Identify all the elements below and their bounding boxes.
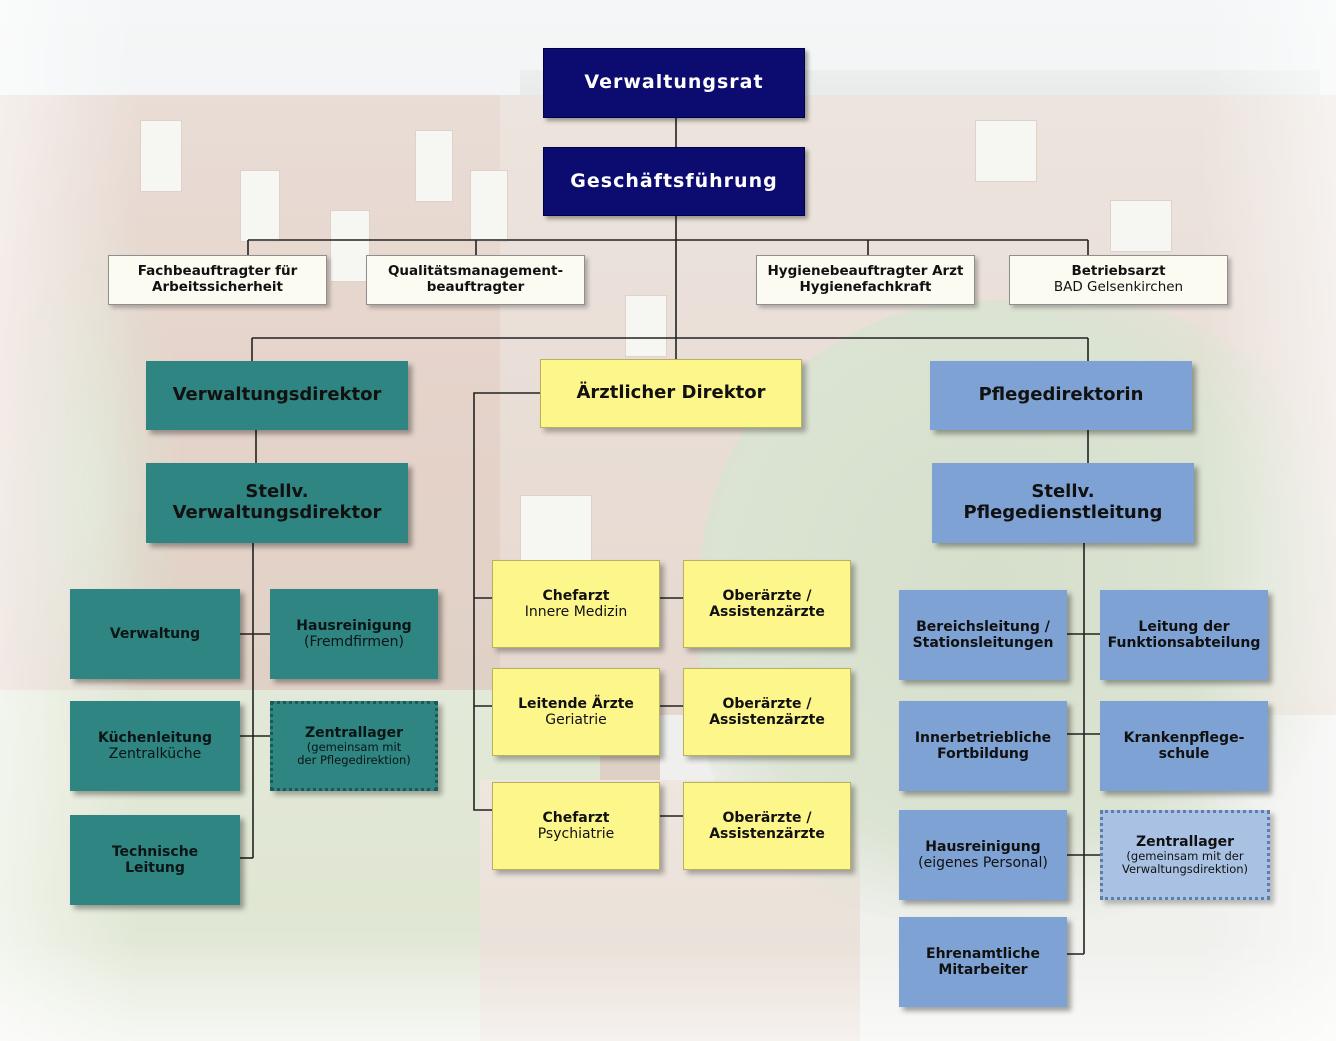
chefarzt-psych-line-2: Psychiatrie xyxy=(537,826,615,842)
box-hygienebeauftragter: Hygienebeauftragter Arzt Hygienefachkraf… xyxy=(756,255,975,305)
box-krankenpflegeschule: Krankenpflege- schule xyxy=(1100,701,1268,791)
leitende-aerzte-line-2: Geriatrie xyxy=(545,712,607,728)
hausreinigung-fremd-line-1: Hausreinigung xyxy=(296,617,412,634)
betriebsarzt-line-1: Betriebsarzt xyxy=(1071,263,1166,280)
box-oberaerzte-psychiatrie: Oberärzte / Assistenzärzte xyxy=(683,782,851,870)
kuechenleitung-line-2: Zentralküche xyxy=(108,746,202,762)
fachbeauftragter-line-2: Arbeitssicherheit xyxy=(152,279,283,295)
hygiene-line-2: Hygienefachkraft xyxy=(799,279,932,295)
box-oberaerzte-innere: Oberärzte / Assistenzärzte xyxy=(683,560,851,648)
box-qualitaetsmanagement: Qualitätsmanagement- beauftragter xyxy=(366,255,585,305)
verwaltungsrat-label: Verwaltungsrat xyxy=(584,71,764,94)
zentrallager-pflege-line-1: Zentrallager xyxy=(1135,833,1235,850)
background-window xyxy=(330,210,370,282)
pflegedirektorin-label: Pflegedirektorin xyxy=(978,384,1144,406)
stellv-pflegedienstleitung-line-2: Pflegedienstleitung xyxy=(963,502,1163,523)
geschaeftsfuehrung-label: Geschäftsführung xyxy=(570,169,778,192)
leitende-aerzte-line-1: Leitende Ärzte xyxy=(518,695,634,712)
box-aerztlicher-direktor: Ärztlicher Direktor xyxy=(540,359,802,428)
box-chefarzt-innere-medizin: Chefarzt Innere Medizin xyxy=(492,560,660,648)
oberaerzte-innere-line-1: Oberärzte / xyxy=(722,587,812,604)
box-ehrenamtliche-mitarbeiter: Ehrenamtliche Mitarbeiter xyxy=(899,917,1067,1007)
betriebsarzt-line-2: BAD Gelsenkirchen xyxy=(1053,279,1184,295)
box-verwaltungsdirektor: Verwaltungsdirektor xyxy=(146,361,408,430)
box-leitende-aerzte-geriatrie: Leitende Ärzte Geriatrie xyxy=(492,668,660,756)
box-hausreinigung-eigen: Hausreinigung (eigenes Personal) xyxy=(899,810,1067,900)
background-window xyxy=(240,170,280,242)
qualitaet-line-1: Qualitätsmanagement- xyxy=(387,263,564,280)
bereichsleitung-line-2: Stationsleitungen xyxy=(912,635,1054,651)
technische-leitung-line-1: Technische xyxy=(111,843,199,860)
box-zentrallager-pflege: Zentrallager (gemeinsam mit der Verwaltu… xyxy=(1100,810,1270,900)
aerztlicher-direktor-label: Ärztlicher Direktor xyxy=(576,382,766,404)
verwaltungsdirektor-label: Verwaltungsdirektor xyxy=(172,384,382,406)
hausreinigung-eigen-line-2: (eigenes Personal) xyxy=(918,855,1048,871)
oberaerzte-psych-line-2: Assistenzärzte xyxy=(709,826,825,842)
box-betriebsarzt: Betriebsarzt BAD Gelsenkirchen xyxy=(1009,255,1228,305)
box-leitung-funktionsabteilung: Leitung der Funktionsabteilung xyxy=(1100,590,1268,680)
box-bereichsleitung: Bereichsleitung / Stationsleitungen xyxy=(899,590,1067,680)
bereichsleitung-line-1: Bereichsleitung / xyxy=(916,618,1050,635)
box-kuechenleitung: Küchenleitung Zentralküche xyxy=(70,701,240,791)
background-window xyxy=(140,120,182,192)
stellv-pflegedienstleitung-line-1: Stellv. xyxy=(1031,481,1095,503)
technische-leitung-line-2: Leitung xyxy=(125,860,185,876)
ehrenamtliche-line-2: Mitarbeiter xyxy=(938,962,1028,978)
krankenpflegeschule-line-2: schule xyxy=(1158,746,1210,762)
funktionsabteilung-line-2: Funktionsabteilung xyxy=(1107,635,1261,651)
zentrallager-pflege-line-3: Verwaltungsdirektion) xyxy=(1121,862,1249,877)
krankenpflegeschule-line-1: Krankenpflege- xyxy=(1123,729,1245,746)
kuechenleitung-line-1: Küchenleitung xyxy=(97,729,213,746)
box-stellv-verwaltungsdirektor: Stellv. Verwaltungsdirektor xyxy=(146,463,408,543)
fortbildung-line-1: Innerbetriebliche xyxy=(914,729,1052,746)
box-verwaltungsrat: Verwaltungsrat xyxy=(543,48,805,118)
fachbeauftragter-line-1: Fachbeauftragter für xyxy=(137,263,298,280)
box-technische-leitung: Technische Leitung xyxy=(70,815,240,905)
background-window xyxy=(415,130,453,202)
oberaerzte-geriatrie-line-2: Assistenzärzte xyxy=(709,712,825,728)
zentrallager-verwaltung-line-3: der Pflegedirektion) xyxy=(297,753,411,768)
stellv-verwaltungsdirektor-line-2: Verwaltungsdirektor xyxy=(172,502,382,523)
box-innerbetriebliche-fortbildung: Innerbetriebliche Fortbildung xyxy=(899,701,1067,791)
oberaerzte-innere-line-2: Assistenzärzte xyxy=(709,604,825,620)
box-verwaltung: Verwaltung xyxy=(70,589,240,679)
zentrallager-verwaltung-line-1: Zentrallager xyxy=(304,724,404,741)
background-window xyxy=(470,170,508,242)
hygiene-line-1: Hygienebeauftragter Arzt xyxy=(767,263,964,280)
qualitaet-line-2: beauftragter xyxy=(426,279,525,295)
verwaltung-label: Verwaltung xyxy=(109,625,201,642)
background-window xyxy=(625,295,667,357)
fortbildung-line-2: Fortbildung xyxy=(937,746,1029,762)
box-hausreinigung-fremdfirmen: Hausreinigung (Fremdfirmen) xyxy=(270,589,438,679)
oberaerzte-geriatrie-line-1: Oberärzte / xyxy=(722,695,812,712)
box-zentrallager-verwaltung: Zentrallager (gemeinsam mit der Pflegedi… xyxy=(270,701,438,791)
background-window xyxy=(1110,200,1172,252)
box-chefarzt-psychiatrie: Chefarzt Psychiatrie xyxy=(492,782,660,870)
background-window xyxy=(520,495,592,567)
chefarzt-innere-line-1: Chefarzt xyxy=(542,587,610,604)
box-oberaerzte-geriatrie: Oberärzte / Assistenzärzte xyxy=(683,668,851,756)
funktionsabteilung-line-1: Leitung der xyxy=(1138,618,1230,635)
box-fachbeauftragter: Fachbeauftragter für Arbeitssicherheit xyxy=(108,255,327,305)
background-fade-bottom xyxy=(0,940,1336,1041)
oberaerzte-psych-line-1: Oberärzte / xyxy=(722,809,812,826)
chefarzt-psych-line-1: Chefarzt xyxy=(542,809,610,826)
hausreinigung-eigen-line-1: Hausreinigung xyxy=(925,838,1041,855)
stellv-verwaltungsdirektor-line-1: Stellv. xyxy=(245,481,309,503)
hausreinigung-fremd-line-2: (Fremdfirmen) xyxy=(304,634,404,650)
chefarzt-innere-line-2: Innere Medizin xyxy=(524,604,628,620)
box-pflegedirektorin: Pflegedirektorin xyxy=(930,361,1192,430)
box-geschaeftsfuehrung: Geschäftsführung xyxy=(543,147,805,216)
zentrallager-pflege-line-2: (gemeinsam mit der xyxy=(1126,848,1244,863)
zentrallager-verwaltung-line-2: (gemeinsam mit xyxy=(306,739,402,754)
background-window xyxy=(975,120,1037,182)
box-stellv-pflegedienstleitung: Stellv. Pflegedienstleitung xyxy=(932,463,1194,543)
ehrenamtliche-line-1: Ehrenamtliche xyxy=(926,945,1040,962)
